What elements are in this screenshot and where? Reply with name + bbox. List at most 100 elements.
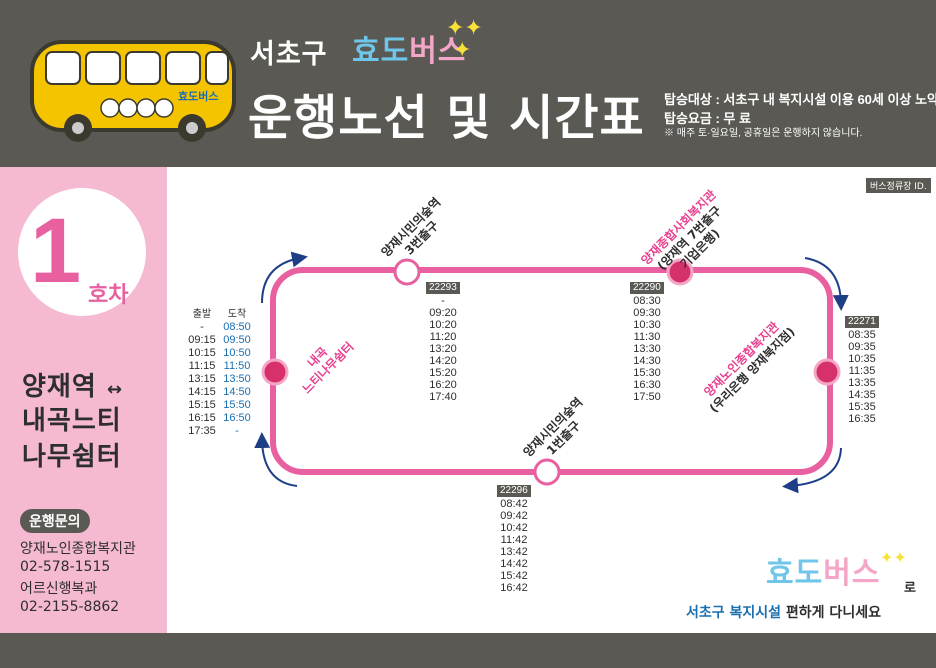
- time-cell: -: [441, 295, 445, 307]
- direction-arrow-icon: [782, 447, 842, 494]
- timetable-cell: 16:50: [223, 412, 251, 424]
- contact-org1-name: 양재노인종합복지관: [20, 541, 136, 557]
- time-cell: 17:50: [633, 391, 661, 403]
- footer-bar: [0, 633, 936, 668]
- contact-org1-phone: 02-578-1515: [20, 559, 111, 575]
- time-cell: 16:42: [500, 582, 528, 594]
- stop-marker-exit1: [533, 458, 561, 486]
- info-fare: 탑승요금 : 무 료: [664, 111, 751, 126]
- timetable-cell: 09:50: [223, 334, 251, 346]
- slogan-highlight: 서초구 복지시설: [686, 605, 782, 621]
- slogan-rest: 편하게 다니세요: [781, 605, 881, 621]
- route-to-line2: 나무쉼터: [22, 442, 122, 472]
- time-cell: 10:35: [848, 353, 876, 365]
- time-cell: 09:20: [429, 307, 457, 319]
- timetable-cell: 09:15: [188, 334, 216, 346]
- slogan-brand-part1: 효도: [766, 556, 824, 591]
- bus-illustration-icon: 효도버스: [30, 40, 236, 142]
- time-cell: 16:35: [848, 413, 876, 425]
- info-note: ※ 매주 토·일요일, 공휴일은 운행하지 않습니다.: [664, 128, 863, 139]
- district-name: 서초구: [250, 39, 328, 70]
- time-cell: 14:42: [500, 558, 528, 570]
- timetable-cell: 14:15: [188, 386, 216, 398]
- time-cell: 09:42: [500, 510, 528, 522]
- stop-times-yangjae-social: 08:30 09:30 10:30 11:30 13:30 14:30 15:3…: [627, 295, 667, 403]
- time-cell: 15:20: [429, 367, 457, 379]
- stop-id-exit3: 22293: [426, 282, 460, 294]
- stop-times-yangjae-senior: 08:35 09:35 10:35 11:35 13:35 14:35 15:3…: [842, 329, 882, 425]
- bus-stop-id-label: 버스정류장 ID.: [866, 178, 931, 193]
- time-cell: 11:20: [429, 331, 457, 343]
- brand-logo: 효도버스: [352, 26, 466, 70]
- slogan-suffix: 로: [904, 581, 916, 596]
- timetable-cell: 10:50: [223, 347, 251, 359]
- route-unit: 호차: [88, 283, 129, 308]
- timetable-cell: 11:15: [188, 360, 216, 372]
- timetable-cell: 15:15: [188, 399, 216, 411]
- bus-decal-text: 효도버스: [178, 89, 218, 103]
- timetable-cell: 15:50: [223, 399, 251, 411]
- route-from: 양재역 ↔: [22, 366, 123, 403]
- time-cell: 08:35: [848, 329, 876, 341]
- timetable-cell: 08:50: [223, 321, 251, 333]
- time-cell: 17:40: [429, 391, 457, 403]
- timetable-arrive-column: 도착 08:50 09:50 10:50 11:50 13:50 14:50 1…: [216, 308, 258, 438]
- sparkle-stars-icon: ✦✦: [880, 548, 907, 567]
- time-cell: 08:42: [500, 498, 528, 510]
- time-cell: 13:30: [633, 343, 661, 355]
- ride-info: 탑승대상 : 서초구 내 복지시설 이용 60세 이상 노약자 탑승요금 : 무…: [664, 90, 936, 141]
- time-cell: 11:30: [633, 331, 661, 343]
- timetable-cell: 14:50: [223, 386, 251, 398]
- page-title: 운행노선 및 시간표: [248, 90, 645, 146]
- sparkle-stars-icon: ✦✦ ✦: [446, 16, 483, 63]
- stop-times-exit1: 08:42 09:42 10:42 11:42 13:42 14:42 15:4…: [494, 498, 534, 594]
- stop-id-yangjae-senior: 22271: [845, 316, 879, 328]
- contact-org2-name: 어르신행복과: [20, 581, 98, 597]
- time-cell: 11:42: [500, 534, 528, 546]
- slogan-brand-logo: 효도버스: [766, 548, 880, 592]
- time-cell: 09:30: [633, 307, 661, 319]
- stop-id-yangjae-social: 22290: [630, 282, 664, 294]
- timetable-cell: -: [200, 321, 204, 333]
- route-from-label: 양재역: [22, 372, 97, 402]
- timetable-cell: -: [235, 425, 239, 437]
- brand-part2: 버스: [409, 34, 467, 69]
- time-cell: 13:35: [848, 377, 876, 389]
- time-cell: 16:20: [429, 379, 457, 391]
- stop-marker-yangjae-social: [666, 258, 694, 286]
- timetable-cell: 13:15: [188, 373, 216, 385]
- time-cell: 09:35: [848, 341, 876, 353]
- stop-id-exit1: 22296: [497, 485, 531, 497]
- time-cell: 10:42: [500, 522, 528, 534]
- stop-marker-naegok: [261, 358, 289, 386]
- time-cell: 15:42: [500, 570, 528, 582]
- time-cell: 14:20: [429, 355, 457, 367]
- timetable-depart-header: 출발: [192, 309, 212, 320]
- time-cell: 16:30: [633, 379, 661, 391]
- time-cell: 15:35: [848, 401, 876, 413]
- timetable-cell: 11:50: [223, 360, 251, 372]
- info-target: 탑승대상 : 서초구 내 복지시설 이용 60세 이상 노약자: [664, 92, 936, 107]
- timetable-cell: 16:15: [188, 412, 216, 424]
- time-cell: 10:30: [633, 319, 661, 331]
- time-cell: 13:42: [500, 546, 528, 558]
- time-cell: 08:30: [633, 295, 661, 307]
- time-cell: 15:30: [633, 367, 661, 379]
- direction-arrow-icon: [254, 432, 298, 487]
- time-cell: 13:20: [429, 343, 457, 355]
- bidirectional-arrow-icon: ↔: [106, 379, 123, 400]
- contact-org2-phone: 02-2155-8862: [20, 599, 120, 615]
- time-cell: 11:35: [848, 365, 876, 377]
- brand-part1: 효도: [352, 34, 410, 69]
- stop-marker-exit3: [393, 258, 421, 286]
- time-cell: 10:20: [429, 319, 457, 331]
- stop-marker-yangjae-senior: [813, 358, 841, 386]
- timetable-cell: 10:15: [188, 347, 216, 359]
- stop-times-exit3: - 09:20 10:20 11:20 13:20 14:20 15:20 16…: [423, 295, 463, 403]
- timetable-depart-column: 출발 - 09:15 10:15 11:15 13:15 14:15 15:15…: [181, 308, 223, 438]
- time-cell: 14:30: [633, 355, 661, 367]
- timetable-arrive-header: 도착: [227, 309, 247, 320]
- timetable-cell: 17:35: [188, 425, 216, 437]
- direction-arrow-icon: [804, 257, 849, 311]
